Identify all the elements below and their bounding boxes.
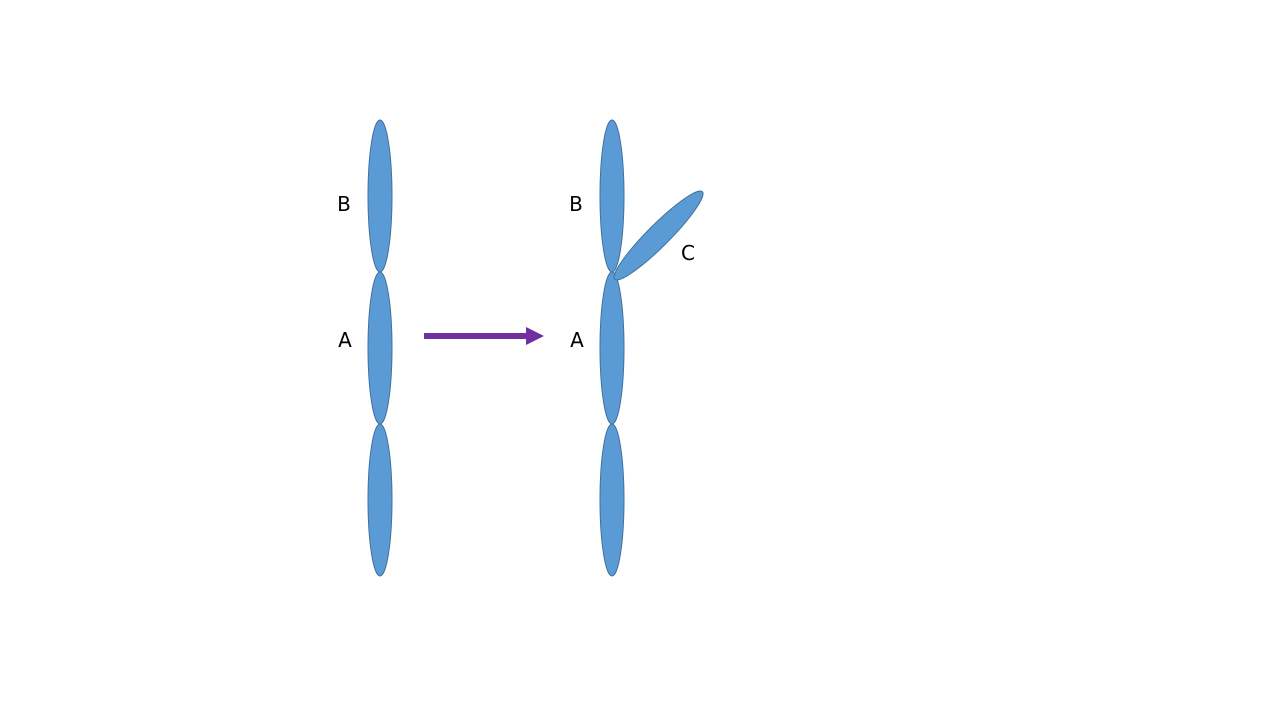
after-segment-bottom [599,423,625,577]
after-label-b: B [569,192,583,216]
before-chain [367,119,393,577]
after-segment-c [613,190,704,281]
before-label-a: A [338,328,352,352]
after-label-a: A [570,328,584,352]
after-label-c: C [681,241,695,265]
transition-arrow [424,327,544,345]
before-segment-bottom [367,423,393,577]
before-segment-b [367,119,393,273]
arrow-head [526,327,544,345]
before-label-b: B [337,192,351,216]
after-chain [599,119,704,577]
after-segment-a [599,271,625,425]
arrow-shaft [424,333,528,339]
after-segment-b [599,119,625,273]
before-segment-a [367,271,393,425]
